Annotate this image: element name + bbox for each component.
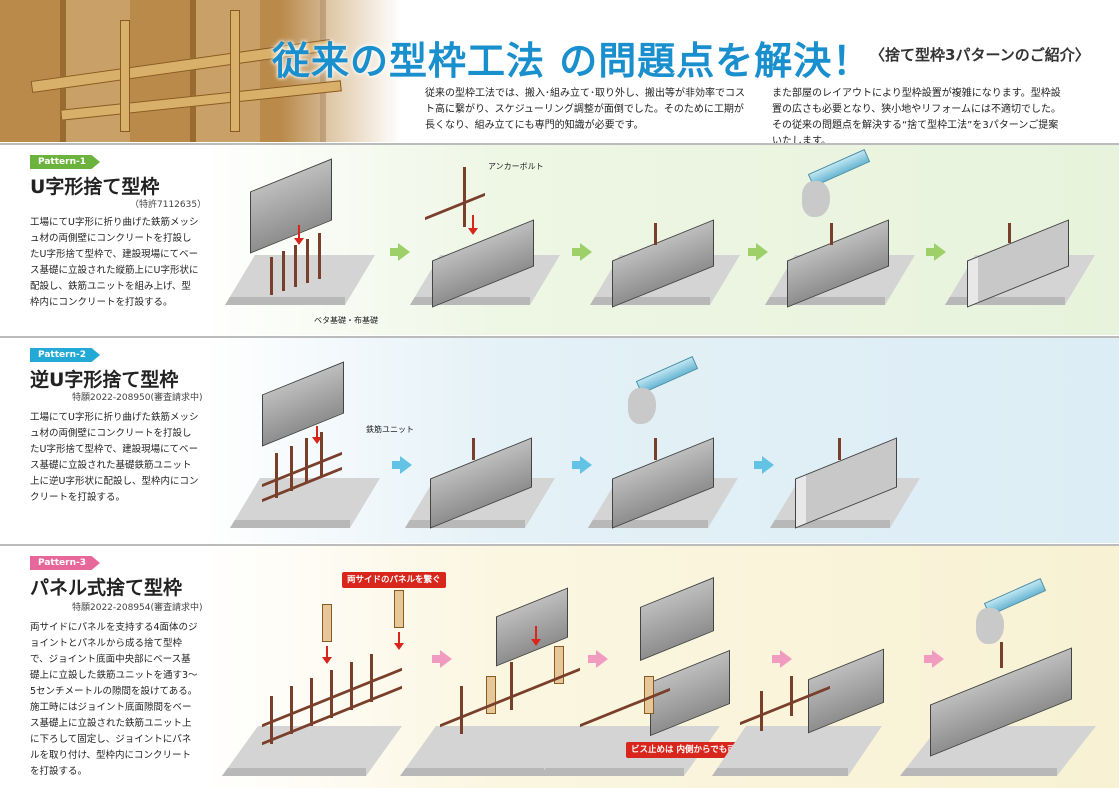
page-subtitle: 〈捨て型枠3パターンのご紹介〉: [870, 46, 1090, 64]
pattern-1-tag: Pattern-1: [30, 155, 100, 169]
pattern-1-description: 工場にてU字形に折り曲げた鉄筋メッシュ材の両側壁にコンクリートを打設したU字形捨…: [30, 217, 199, 308]
panel-joint-callout: 両サイドのパネルを繋ぐ: [342, 572, 446, 588]
base-foundation-label: ベタ基礎・布基礎: [314, 316, 378, 325]
joint-piece: [394, 590, 404, 628]
base-slab: [712, 726, 882, 776]
step-arrow: [392, 456, 412, 474]
pattern-1-patent: （特許7112635）: [130, 200, 207, 210]
pattern-3-tag: Pattern-3: [30, 556, 100, 570]
pattern-2-section: Pattern-2 逆U字形捨て型枠 特願2022-208950(審査請求中) …: [0, 336, 1119, 543]
intro-text-right: また部屋のレイアウトにより型枠設置が複雑になります。型枠設置の広さも必要となり、…: [772, 88, 1061, 147]
step-arrow: [924, 650, 944, 668]
pattern-2-patent: 特願2022-208950(審査請求中): [72, 393, 203, 403]
formwork-photo: [0, 0, 400, 142]
step-arrow: [772, 650, 792, 668]
base-slab: [230, 478, 380, 528]
hero-header: 従来の型枠工法 の問題点を解決！ 〈捨て型枠3パターンのご紹介〉 従来の型枠工法…: [0, 0, 1119, 147]
down-arrow: [322, 646, 332, 664]
pattern-1-section: Pattern-1 U字形捨て型枠 （特許7112635） 工場にてU字形に折り…: [0, 143, 1119, 335]
pattern-3-description: 両サイドにパネルを支持する4面体のジョイントとパネルから成る捨て型枠で、ジョイン…: [30, 622, 198, 777]
pattern-2-description: 工場にてU字形に折り曲げた鉄筋メッシュ材の両側壁にコンクリートを打設したU字形捨…: [30, 412, 199, 503]
step-arrow: [754, 456, 774, 474]
side-panel: [640, 577, 714, 661]
step-arrow: [748, 243, 768, 261]
page-title: 従来の型枠工法 の問題点を解決！: [272, 39, 872, 83]
step-arrow: [432, 650, 452, 668]
pattern-3-patent: 特願2022-208954(審査請求中): [72, 603, 203, 613]
pattern-2-tag: Pattern-2: [30, 348, 100, 362]
joint-piece: [486, 676, 496, 714]
step-arrow: [572, 243, 592, 261]
pattern-3-title: パネル式捨て型枠: [30, 577, 183, 599]
down-arrow: [294, 225, 304, 245]
step-arrow: [390, 243, 410, 261]
base-slab: [225, 255, 375, 305]
down-arrow: [312, 426, 322, 444]
concrete-pour: [628, 388, 656, 424]
concrete-pour: [802, 181, 830, 217]
intro-text-left: 従来の型枠工法では、搬入･組み立て･取り外し、搬出等が非効率でコスト高に繋がり、…: [425, 88, 745, 131]
joint-piece: [322, 604, 332, 642]
step-arrow: [926, 243, 946, 261]
anchor-bolt-label: アンカーボルト: [488, 162, 544, 171]
rebar-unit-label: 鉄筋ユニット: [366, 425, 414, 434]
step-arrow: [588, 650, 608, 668]
pattern-3-section: Pattern-3 パネル式捨て型枠 特願2022-208954(審査請求中) …: [0, 544, 1119, 788]
inverted-u-formwork-panel: [262, 361, 344, 447]
joint-piece: [554, 646, 564, 684]
down-arrow: [468, 215, 478, 235]
concrete-pour: [976, 608, 1004, 644]
step-arrow: [572, 456, 592, 474]
down-arrow: [394, 632, 404, 650]
base-slab: [222, 726, 402, 776]
pattern-1-title: U字形捨て型枠: [30, 176, 160, 198]
down-arrow: [531, 626, 541, 646]
screw-callout: ビス止めは 内側からでも可: [626, 742, 741, 758]
pattern-2-title: 逆U字形捨て型枠: [30, 369, 179, 391]
